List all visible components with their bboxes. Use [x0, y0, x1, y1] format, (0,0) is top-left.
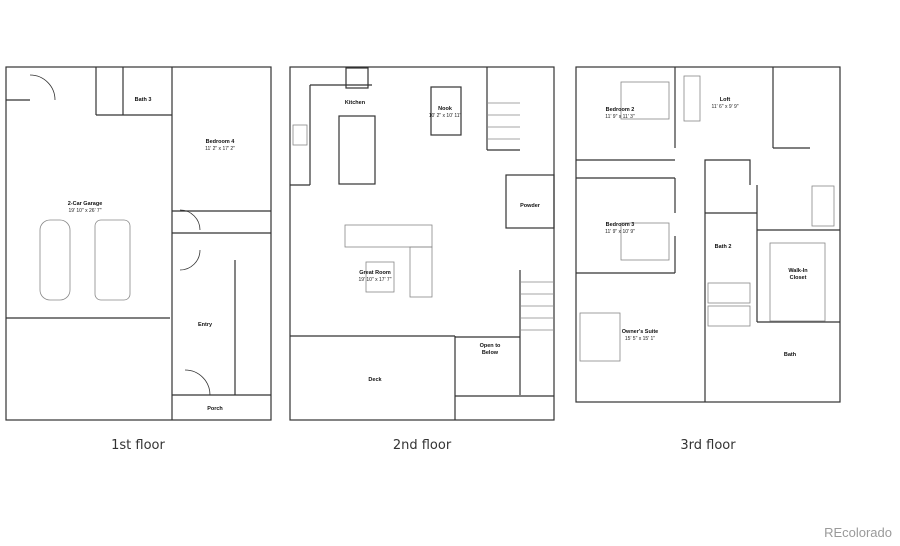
room-label-bath-2: Bath 2 — [714, 244, 732, 250]
room-dims-garage: 19' 10" x 26' 7" — [68, 208, 102, 214]
room-label-bedroom-4: Bedroom 4 — [205, 139, 235, 145]
car-icons — [39, 219, 131, 301]
first-floor-plan — [5, 66, 272, 421]
room-dims-nook: 10' 2" x 10' 11" — [428, 113, 462, 119]
room-label-great-room: Great Room — [359, 270, 391, 276]
room-dims-bedroom-2: 11' 9" x 11' 3" — [605, 114, 635, 120]
room-label-bath-3: Bath 3 — [134, 97, 152, 103]
room-label-walk-in-closet: Walk-In Closet — [788, 268, 808, 281]
room-dims-great-room: 19' 10" x 17' 7" — [358, 277, 392, 283]
second-floor-fixtures — [292, 102, 554, 331]
room-label-open-to-below: Open to Below — [479, 343, 501, 356]
room-label-loft: Loft — [719, 97, 731, 103]
floor-caption-3rd: 3rd floor — [680, 438, 736, 453]
room-label-porch: Porch — [207, 406, 223, 412]
third-floor-fixtures — [579, 75, 835, 362]
room-dims-bedroom-4: 11' 2" x 17' 2" — [205, 146, 235, 152]
room-label-powder: Powder — [520, 203, 540, 209]
room-label-bedroom-3: Bedroom 3 — [605, 222, 635, 228]
second-floor-plan — [289, 66, 555, 421]
room-label-bath: Bath — [783, 352, 797, 358]
room-label-owners-suite: Owner's Suite — [621, 329, 659, 335]
room-label-deck: Deck — [368, 377, 382, 383]
floor-caption-2nd: 2nd floor — [392, 438, 452, 453]
third-floor-plan — [575, 66, 841, 403]
room-label-entry: Entry — [197, 322, 213, 328]
room-dims-bedroom-3: 11' 9" x 10' 9" — [605, 229, 635, 235]
room-label-garage: 2-Car Garage — [67, 201, 103, 207]
room-label-nook: Nook — [438, 106, 452, 112]
room-label-bedroom-2: Bedroom 2 — [605, 107, 635, 113]
room-dims-owners-suite: 15' 5" x 15' 1" — [624, 336, 656, 342]
room-label-kitchen: Kitchen — [344, 100, 366, 106]
room-dims-loft: 11' 6" x 9' 9" — [711, 104, 739, 110]
watermark: REcolorado — [824, 525, 892, 540]
floor-caption-1st: 1st floor — [111, 438, 165, 453]
